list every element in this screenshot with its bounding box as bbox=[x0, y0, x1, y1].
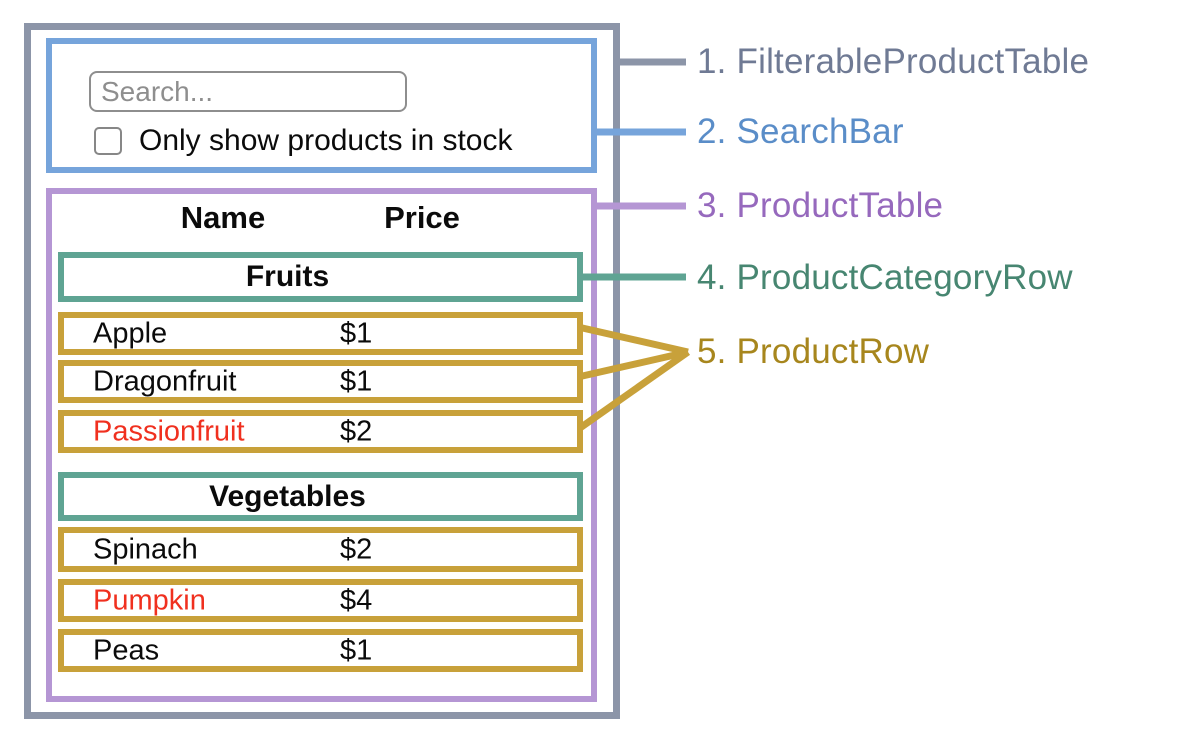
annotation-product-row: 5. ProductRow bbox=[697, 332, 930, 371]
product-row-apple: Apple $1 bbox=[58, 312, 583, 355]
product-row-dragonfruit: Dragonfruit $1 bbox=[58, 360, 583, 403]
annotation-filterable-product-table: 1. FilterableProductTable bbox=[697, 42, 1090, 81]
product-row-peas: Peas $1 bbox=[58, 629, 583, 672]
search-input[interactable] bbox=[89, 71, 407, 112]
product-price: $4 bbox=[340, 584, 373, 616]
product-name: Apple bbox=[93, 317, 168, 349]
column-header-price: Price bbox=[384, 200, 460, 235]
category-label: Vegetables bbox=[209, 479, 366, 513]
product-price: $2 bbox=[340, 533, 373, 565]
product-price: $1 bbox=[340, 317, 373, 349]
annotation-search-bar: 2. SearchBar bbox=[697, 112, 904, 151]
product-row-passionfruit: Passionfruit $2 bbox=[58, 410, 583, 453]
in-stock-checkbox[interactable] bbox=[94, 127, 122, 155]
product-price: $2 bbox=[340, 415, 373, 447]
annotation-product-category-row: 4. ProductCategoryRow bbox=[697, 258, 1073, 297]
category-label: Fruits bbox=[245, 260, 330, 293]
product-name: Spinach bbox=[93, 533, 198, 565]
category-row-vegetables: Vegetables bbox=[58, 472, 583, 521]
product-name: Pumpkin bbox=[93, 584, 206, 616]
product-name: Dragonfruit bbox=[93, 365, 237, 397]
in-stock-checkbox-label: Only show products in stock bbox=[139, 124, 513, 157]
product-price: $1 bbox=[340, 634, 373, 666]
column-header-name: Name bbox=[180, 200, 266, 235]
product-name: Passionfruit bbox=[93, 415, 245, 447]
product-name: Peas bbox=[93, 634, 160, 666]
product-row-spinach: Spinach $2 bbox=[58, 527, 583, 572]
annotation-product-table: 3. ProductTable bbox=[697, 186, 944, 225]
category-row-fruits: Fruits bbox=[58, 252, 583, 302]
product-price: $1 bbox=[340, 365, 373, 397]
product-row-pumpkin: Pumpkin $4 bbox=[58, 579, 583, 622]
